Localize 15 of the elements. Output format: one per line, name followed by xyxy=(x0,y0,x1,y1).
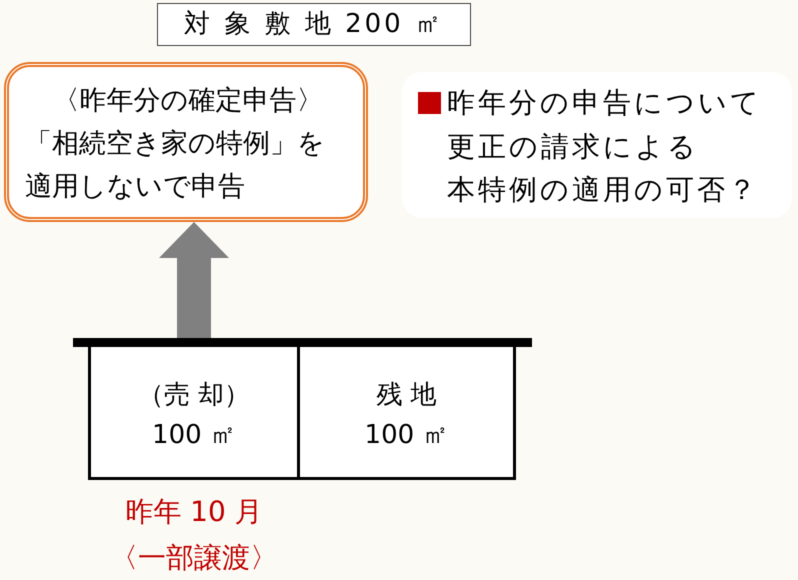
title: 対 象 敷 地 200 ㎡ xyxy=(157,3,471,46)
transfer-caption: 〈一部譲渡〉 xyxy=(110,540,278,576)
rounded-box xyxy=(4,62,368,222)
parcel-label: （売 却） xyxy=(138,379,250,412)
area-label: 100 ㎡ xyxy=(364,419,448,452)
question-text: 昨年分の申告について更正の請求による本特例の適用の可否？ xyxy=(447,85,763,208)
date-caption: 昨年 10 月 xyxy=(125,494,263,530)
block-arrow xyxy=(159,222,229,338)
parcel-label: 残 地 xyxy=(376,379,437,412)
land-parcel xyxy=(300,347,516,480)
area-label: 100 ㎡ xyxy=(152,419,236,452)
heading-text: 〈昨年分の確定申告〉 xyxy=(52,84,324,118)
land-parcel xyxy=(88,347,300,480)
note-card xyxy=(402,72,792,218)
body-text: 「相続空き家の特例」を適用しないで申告 xyxy=(25,127,326,204)
